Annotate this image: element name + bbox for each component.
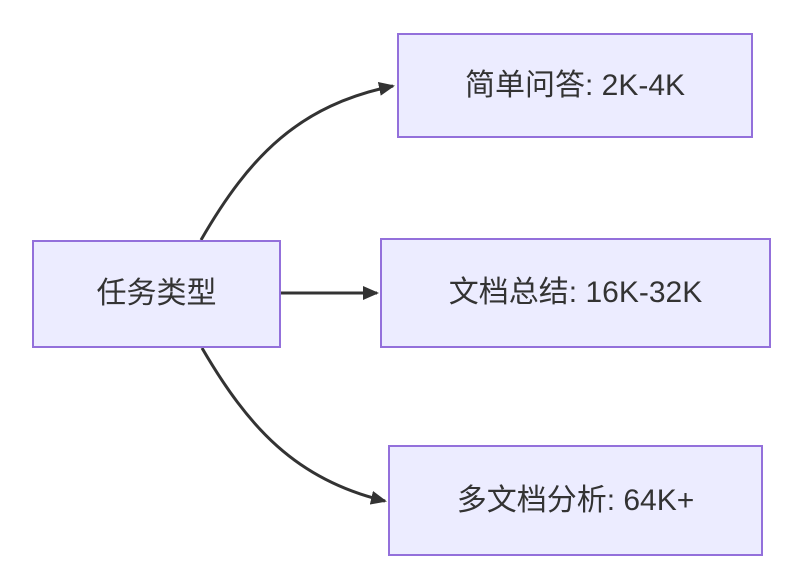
node-task-type-label: 任务类型 bbox=[96, 277, 217, 310]
edge-root-to-multi-doc bbox=[200, 347, 387, 505]
node-multi-doc-analysis-label: 多文档分析: 64K+ bbox=[456, 483, 695, 517]
node-multi-doc-analysis: 多文档分析: 64K+ bbox=[388, 445, 763, 556]
edge-root-to-simple-qa bbox=[199, 81, 395, 241]
node-simple-qa: 简单问答: 2K-4K bbox=[397, 33, 753, 138]
node-task-type: 任务类型 bbox=[32, 240, 281, 348]
node-doc-summary-label: 文档总结: 16K-32K bbox=[448, 276, 703, 309]
node-doc-summary: 文档总结: 16K-32K bbox=[380, 238, 771, 348]
node-simple-qa-label: 简单问答: 2K-4K bbox=[464, 68, 686, 102]
